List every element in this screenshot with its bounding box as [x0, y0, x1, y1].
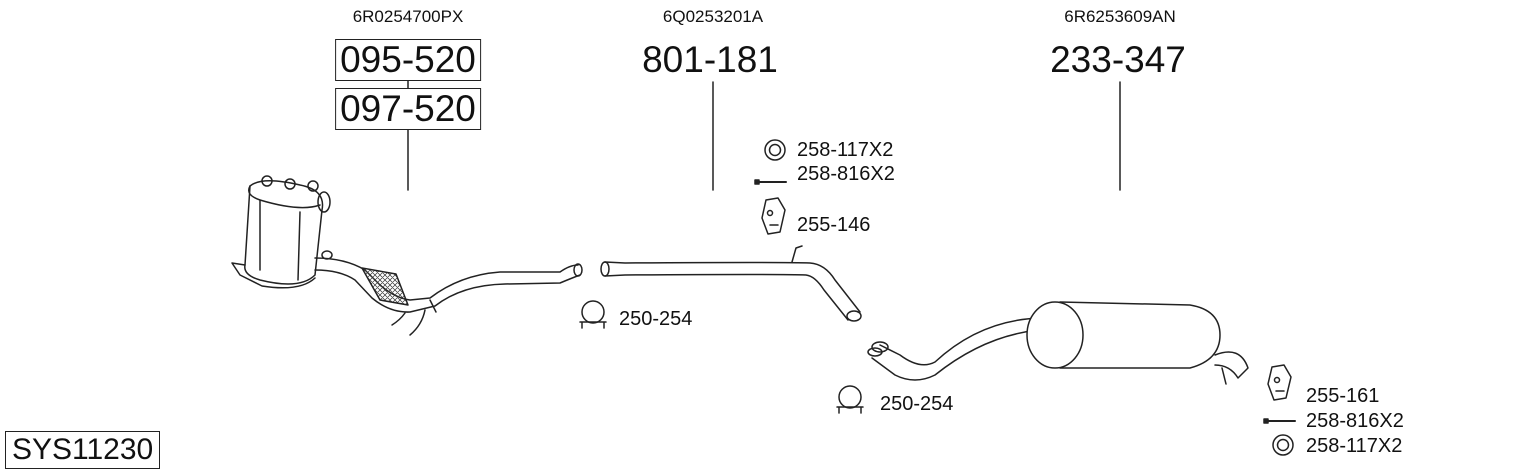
- accessory-label[interactable]: 258-816X2: [1306, 410, 1404, 432]
- diesel-particulate-filter-drawing[interactable]: [231, 175, 583, 336]
- clamp-icon: [836, 385, 864, 414]
- bolt-icon: [754, 179, 787, 185]
- part-number-box[interactable]: 097-520: [335, 88, 481, 130]
- oe-number: 6R6253609AN: [1064, 7, 1176, 26]
- part-number[interactable]: 801-181: [642, 39, 778, 80]
- clamp-icon: [579, 300, 607, 329]
- ring-gasket-icon: [1272, 434, 1294, 456]
- bolt-icon: [1263, 418, 1296, 424]
- oe-number: 6R0254700PX: [352, 7, 464, 26]
- rubber-hanger-icon: [761, 197, 786, 235]
- accessory-label[interactable]: 258-117X2: [1306, 435, 1403, 457]
- accessory-label[interactable]: 255-146: [797, 214, 871, 236]
- rear-silencer-drawing[interactable]: [867, 301, 1249, 385]
- accessory-label[interactable]: 250-254: [619, 308, 693, 330]
- middle-pipe-drawing[interactable]: [600, 245, 862, 322]
- accessory-label[interactable]: 250-254: [880, 393, 954, 415]
- part-number-box[interactable]: 095-520: [335, 39, 481, 81]
- system-code: SYS11230: [5, 431, 161, 469]
- rubber-hanger-icon: [1267, 364, 1292, 401]
- accessory-label[interactable]: 255-161: [1306, 385, 1380, 407]
- oe-number: 6Q0253201A: [662, 7, 764, 26]
- ring-gasket-icon: [764, 139, 786, 161]
- part-number[interactable]: 233-347: [1050, 39, 1186, 80]
- accessory-label[interactable]: 258-117X2: [797, 139, 894, 161]
- accessory-label[interactable]: 258-816X2: [797, 163, 895, 185]
